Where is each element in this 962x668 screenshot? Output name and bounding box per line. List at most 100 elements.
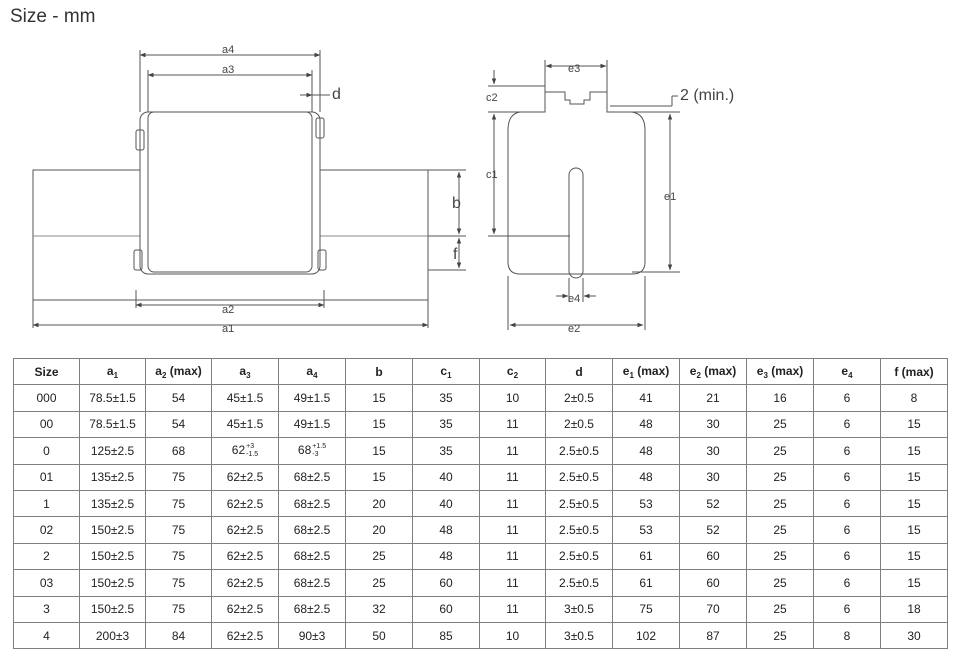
table-cell: 60	[679, 569, 747, 597]
table-cell: 6	[813, 463, 881, 491]
table-cell: 62±2.5	[211, 595, 279, 623]
table-cell: 2.5±0.5	[545, 516, 613, 544]
table-cell: 6	[813, 516, 881, 544]
table-cell: 25	[746, 542, 814, 571]
table-cell: 68±2.5	[278, 489, 346, 518]
table-cell: 30	[679, 463, 747, 491]
table-cell: 53	[612, 489, 680, 518]
table-cell: 40	[412, 489, 480, 518]
label-e1: e1	[664, 191, 676, 203]
table-cell: 01	[13, 463, 80, 491]
column-header: a3	[211, 357, 279, 386]
table-cell: 15	[880, 542, 948, 571]
table-cell: 03	[13, 569, 80, 597]
table-cell: 48	[412, 516, 480, 544]
table-cell: 62±2.5	[211, 542, 279, 571]
table-cell: 15	[880, 410, 948, 439]
table-cell: 61	[612, 542, 680, 571]
table-cell: 135±2.5	[79, 463, 146, 491]
table-cell: 25	[746, 516, 814, 544]
table-cell: 0	[13, 437, 80, 465]
table-cell: 2.5±0.5	[545, 542, 613, 571]
table-cell: 41	[612, 384, 680, 412]
table-cell: 10	[479, 621, 546, 650]
table-cell: 11	[479, 410, 546, 439]
table-cell: 15	[880, 516, 948, 544]
table-cell: 15	[345, 463, 413, 491]
table-cell: 02	[13, 516, 80, 544]
table-cell: 35	[412, 384, 480, 412]
table-cell: 20	[345, 489, 413, 518]
table-cell: 60	[412, 595, 480, 623]
table-cell: 11	[479, 489, 546, 518]
label-c1: c1	[486, 169, 498, 181]
table-cell: 78.5±1.5	[79, 384, 146, 412]
table-cell: 8	[813, 621, 881, 650]
table-cell: 11	[479, 516, 546, 544]
table-cell: 50	[345, 621, 413, 650]
table-cell: 53	[612, 516, 680, 544]
table-cell: 40	[412, 463, 480, 491]
table-cell: 25	[746, 621, 814, 650]
table-cell: 90±3	[278, 621, 346, 650]
column-header: c1	[412, 357, 480, 386]
table-cell: 62+3-1.5	[211, 437, 279, 465]
table-cell: 78.5±1.5	[79, 410, 146, 439]
column-header: a2 (max)	[145, 357, 212, 386]
table-cell: 49±1.5	[278, 410, 346, 439]
table-cell: 62±2.5	[211, 621, 279, 650]
table-cell: 25	[746, 595, 814, 623]
column-header: e4	[813, 357, 881, 386]
table-cell: 6	[813, 384, 881, 412]
table-cell: 30	[880, 621, 948, 650]
table-cell: 4	[13, 621, 80, 650]
table-cell: 75	[145, 489, 212, 518]
table-cell: 48	[412, 542, 480, 571]
table-cell: 60	[412, 569, 480, 597]
table-cell: 75	[145, 595, 212, 623]
table-cell: 48	[612, 463, 680, 491]
side-view	[32, 50, 466, 328]
table-cell: 75	[145, 542, 212, 571]
table-cell: 25	[746, 463, 814, 491]
table-cell: 15	[880, 437, 948, 465]
table-cell: 68+1.5-3	[278, 437, 346, 465]
table-cell: 15	[345, 437, 413, 465]
table-cell: 15	[880, 463, 948, 491]
column-header: e1 (max)	[612, 357, 680, 386]
table-cell: 000	[13, 384, 80, 412]
label-e3: e3	[568, 63, 580, 75]
table-cell: 62±2.5	[211, 569, 279, 597]
table-cell: 125±2.5	[79, 437, 146, 465]
label-c2: c2	[486, 92, 498, 104]
table-cell: 45±1.5	[211, 384, 279, 412]
table-cell: 35	[412, 437, 480, 465]
dimension-labels: a4 a3 d b f a2 a1 e3 c2 c1 e1 2 (min.) e…	[222, 44, 734, 335]
table-cell: 25	[746, 569, 814, 597]
table-cell: 61	[612, 569, 680, 597]
table-cell: 18	[880, 595, 948, 623]
table-cell: 85	[412, 621, 480, 650]
table-cell: 52	[679, 489, 747, 518]
end-view	[488, 60, 680, 330]
table-cell: 2±0.5	[545, 384, 613, 412]
column-header: c2	[479, 357, 546, 386]
column-header: b	[345, 357, 413, 386]
table-cell: 150±2.5	[79, 542, 146, 571]
table-cell: 6	[813, 595, 881, 623]
page-title: Size - mm	[10, 6, 96, 27]
table-cell: 48	[612, 410, 680, 439]
table-cell: 6	[813, 410, 881, 439]
table-cell: 25	[345, 542, 413, 571]
table-cell: 11	[479, 542, 546, 571]
column-header: f (max)	[880, 357, 948, 386]
table-cell: 6	[813, 489, 881, 518]
